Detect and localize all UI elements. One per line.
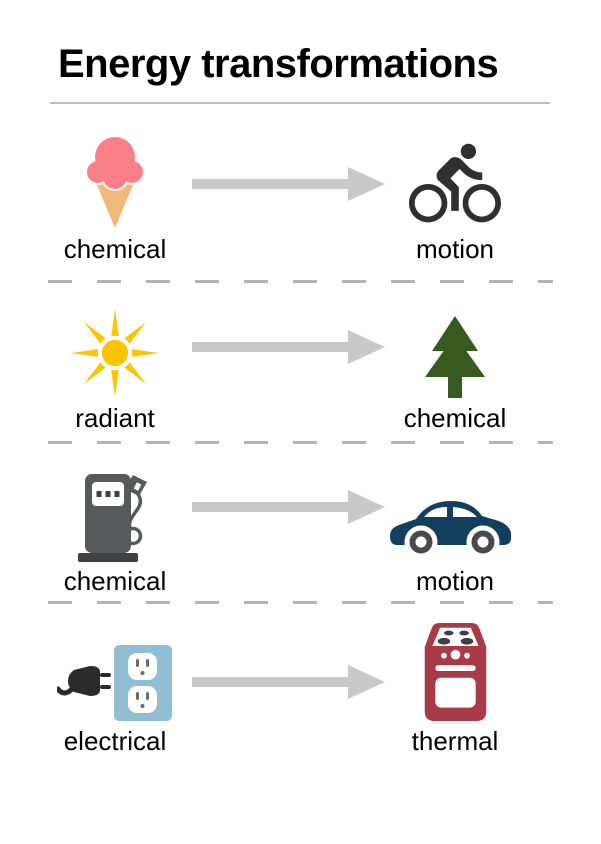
icon-box bbox=[355, 299, 555, 399]
transformation-row-3: chemical bbox=[0, 444, 601, 604]
car-icon bbox=[390, 501, 511, 559]
target-figure: thermal bbox=[355, 622, 555, 757]
target-figure: chemical bbox=[355, 299, 555, 434]
fuel-pump-icon bbox=[78, 474, 147, 562]
target-figure: motion bbox=[355, 130, 555, 265]
transform-arrow-icon bbox=[192, 490, 385, 524]
icon-box bbox=[355, 130, 555, 230]
transformation-row-1: chemical motion bbox=[0, 104, 601, 283]
transformation-row-4: electrical bbox=[0, 604, 601, 802]
row-divider bbox=[48, 441, 553, 444]
row-divider bbox=[48, 601, 553, 604]
source-energy-label: radiant bbox=[75, 403, 155, 433]
icon-box bbox=[15, 130, 215, 230]
target-energy-label: motion bbox=[415, 234, 495, 264]
icon-box bbox=[15, 622, 215, 722]
source-figure: chemical bbox=[15, 462, 215, 597]
target-figure: motion bbox=[355, 462, 555, 597]
sun-icon bbox=[70, 308, 160, 398]
source-energy-label: chemical bbox=[63, 566, 167, 596]
icon-box bbox=[15, 299, 215, 399]
source-figure: electrical bbox=[15, 622, 215, 757]
source-figure: chemical bbox=[15, 130, 215, 265]
source-figure: radiant bbox=[15, 299, 215, 434]
target-energy-label: thermal bbox=[411, 726, 499, 756]
target-energy-label: chemical bbox=[403, 403, 507, 433]
source-energy-label: chemical bbox=[63, 234, 167, 264]
cyclist-icon bbox=[409, 143, 501, 223]
oven-icon bbox=[424, 622, 486, 722]
plug-outlet-icon bbox=[57, 645, 172, 721]
icon-box bbox=[15, 462, 215, 562]
transformation-row-2: radiant chemical bbox=[0, 283, 601, 444]
page-title: Energy transformations bbox=[58, 42, 499, 86]
transform-arrow-icon bbox=[192, 167, 385, 201]
transform-arrow-icon bbox=[192, 665, 385, 699]
row-divider bbox=[48, 280, 553, 283]
target-energy-label: motion bbox=[415, 566, 495, 596]
pine-tree-icon bbox=[425, 316, 485, 398]
title-divider bbox=[50, 102, 550, 104]
icon-box bbox=[355, 462, 555, 562]
icon-box bbox=[355, 622, 555, 722]
transform-arrow-icon bbox=[192, 330, 385, 364]
ice-cream-icon bbox=[86, 136, 144, 228]
source-energy-label: electrical bbox=[63, 726, 167, 756]
